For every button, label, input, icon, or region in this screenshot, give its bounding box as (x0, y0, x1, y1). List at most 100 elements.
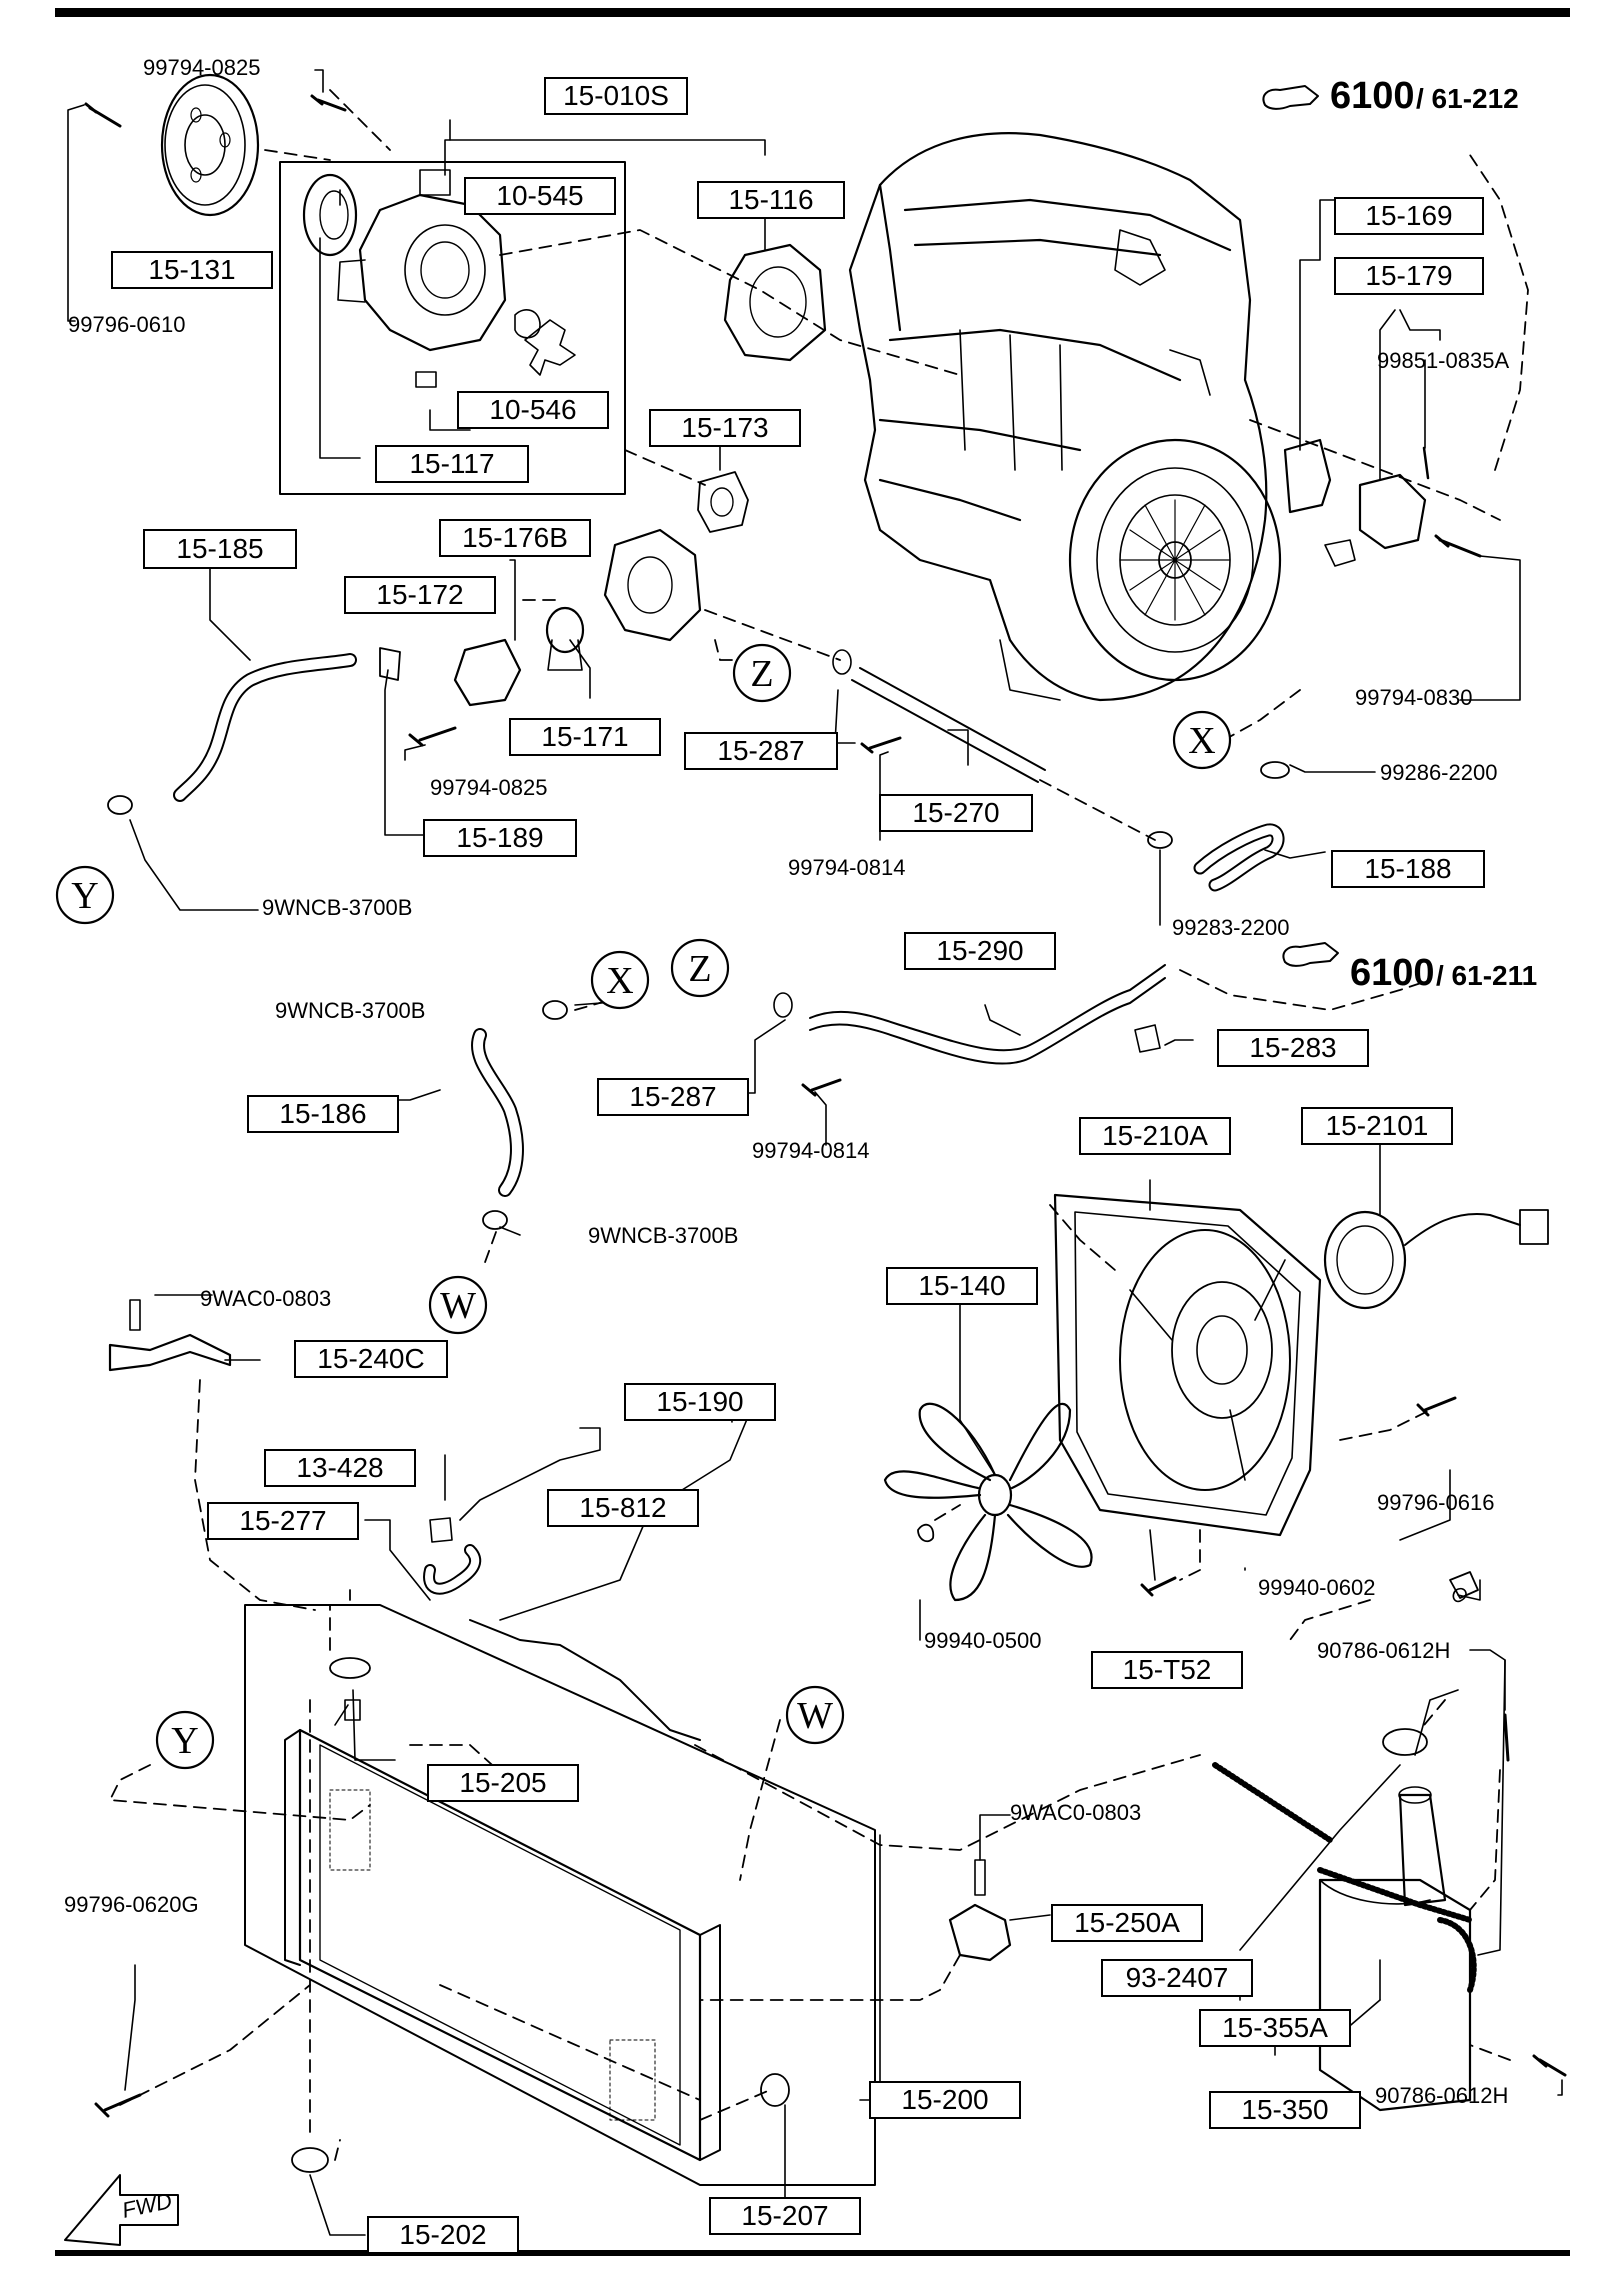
callout-circle: Y (55, 865, 115, 925)
part-number: 15-117 (409, 448, 494, 479)
reservoir-assembly (1212, 1587, 1567, 2112)
part-number: 15-189 (456, 822, 543, 853)
part-label-box: 15-140 (886, 1267, 1038, 1305)
part-number: 15-188 (1364, 853, 1451, 884)
bottom-border-rule (55, 2250, 1570, 2256)
callout-letter: Z (688, 948, 711, 990)
fwd-label: FWD (120, 2188, 174, 2223)
part-label-box: 10-546 (457, 391, 609, 429)
part-label-box: 15-190 (624, 1383, 776, 1421)
part-label-box: 15-169 (1334, 197, 1484, 235)
part-number-plain: 9WAC0-0803 (200, 1286, 331, 1311)
part-number: 15-140 (918, 1270, 1005, 1301)
part-number: 15-169 (1365, 200, 1452, 231)
part-number-plain: 90786-0612H (1375, 2083, 1508, 2108)
part-label-box: 15-176B (439, 519, 591, 557)
part-label-box: 15-270 (879, 794, 1033, 832)
part-number-plain: 99283-2200 (1172, 915, 1289, 940)
part-number: 15-287 (629, 1081, 716, 1112)
part-number: 15-287 (717, 735, 804, 766)
part-label-box: 93-2407 (1101, 1959, 1253, 1997)
part-number: 15-812 (579, 1492, 666, 1523)
part-number-plain: 99794-0830 (1355, 685, 1472, 710)
part-number-plain: 99794-0825 (143, 55, 260, 80)
part-label-box: 15-207 (709, 2197, 861, 2235)
part-number-plain: 99851-0835A (1377, 348, 1509, 373)
middle-pipes (471, 964, 1166, 1230)
callout-letter: Z (750, 653, 773, 695)
part-number: 15-207 (741, 2200, 828, 2231)
part-label-box: 15-283 (1217, 1029, 1369, 1067)
part-label-box: 15-188 (1331, 850, 1485, 888)
callout-circle: W (785, 1685, 845, 1745)
part-number-plain: 99940-0500 (924, 1628, 1041, 1653)
part-label-box: 15-250A (1051, 1904, 1203, 1942)
part-label-box: 15-287 (684, 732, 838, 770)
part-number: 10-546 (489, 394, 576, 425)
part-number: 13-428 (296, 1452, 383, 1483)
engine-block (848, 132, 1282, 702)
part-number-plain: 99796-0610 (68, 312, 185, 337)
reference-subpage: / 61-211 (1436, 960, 1537, 991)
part-number: 15-131 (148, 254, 235, 285)
part-label-box: 10-545 (464, 177, 616, 215)
part-number-plain: 9WNCB-3700B (588, 1223, 738, 1248)
part-number: 15-171 (541, 721, 628, 752)
callout-letter: W (797, 1695, 833, 1737)
fan-assembly (883, 1193, 1549, 1602)
callout-letter: Y (171, 1720, 198, 1762)
part-number: 15-210A (1102, 1120, 1208, 1151)
part-number: 15-185 (176, 533, 263, 564)
part-number: 15-270 (912, 797, 999, 828)
part-number-plain: 99796-0616 (1377, 1490, 1494, 1515)
page-reference: 6100/ 61-211 (1350, 952, 1537, 994)
callout-circle: W (428, 1275, 488, 1335)
part-number: 15-179 (1365, 260, 1452, 291)
callout-letter: W (440, 1285, 476, 1327)
radiator-assembly (94, 1299, 1012, 2186)
fwd-arrow (64, 2174, 179, 2246)
part-label-box: 15-205 (427, 1764, 579, 1802)
part-number: 15-2101 (1326, 1110, 1429, 1141)
part-number: 15-176B (462, 522, 568, 553)
part-label-box: 15-355A (1199, 2009, 1351, 2047)
callout-circle: Z (670, 938, 730, 998)
part-number: 15-283 (1249, 1032, 1336, 1063)
water-pump-group (84, 73, 827, 533)
callout-circle: Z (732, 643, 792, 703)
callout-circle: X (1172, 710, 1232, 770)
part-number: 15-355A (1222, 2012, 1328, 2043)
part-label-box: 15-350 (1209, 2091, 1361, 2129)
callout-letter: X (606, 960, 633, 1002)
part-number: 10-545 (496, 180, 583, 211)
part-label-box: 15-240C (294, 1340, 448, 1378)
part-number: 93-2407 (1126, 1962, 1229, 1993)
part-label-box: 15-2101 (1301, 1107, 1453, 1145)
part-number: 15-116 (728, 184, 813, 215)
callout-circle: X (590, 950, 650, 1010)
part-number: 15-200 (901, 2084, 988, 2115)
part-number: 15-350 (1241, 2094, 1328, 2125)
part-number: 15-010S (563, 80, 669, 111)
part-number: 15-205 (459, 1767, 546, 1798)
reference-number: 6100 (1350, 952, 1435, 994)
part-label-box: 15-202 (367, 2216, 519, 2254)
part-label-box: 15-189 (423, 819, 577, 857)
callout-circle: Y (155, 1710, 215, 1770)
part-label-box: 15-131 (111, 251, 273, 289)
page-reference: 6100/ 61-212 (1330, 75, 1519, 117)
part-number-plain: 99794-0825 (430, 775, 547, 800)
part-label-box: 15-200 (869, 2081, 1021, 2119)
part-number-plain: 9WAC0-0803 (1010, 1800, 1141, 1825)
part-label-box: 15-179 (1334, 257, 1484, 295)
callout-letter: X (1188, 720, 1215, 762)
part-label-box: 13-428 (264, 1449, 416, 1487)
part-number: 15-190 (656, 1386, 743, 1417)
part-number: 15-173 (681, 412, 768, 443)
part-number-plain: 90786-0612H (1317, 1638, 1450, 1663)
top-border-rule (55, 8, 1570, 17)
part-label-box: 15-287 (597, 1078, 749, 1116)
reference-hand-icons (1262, 85, 1339, 967)
